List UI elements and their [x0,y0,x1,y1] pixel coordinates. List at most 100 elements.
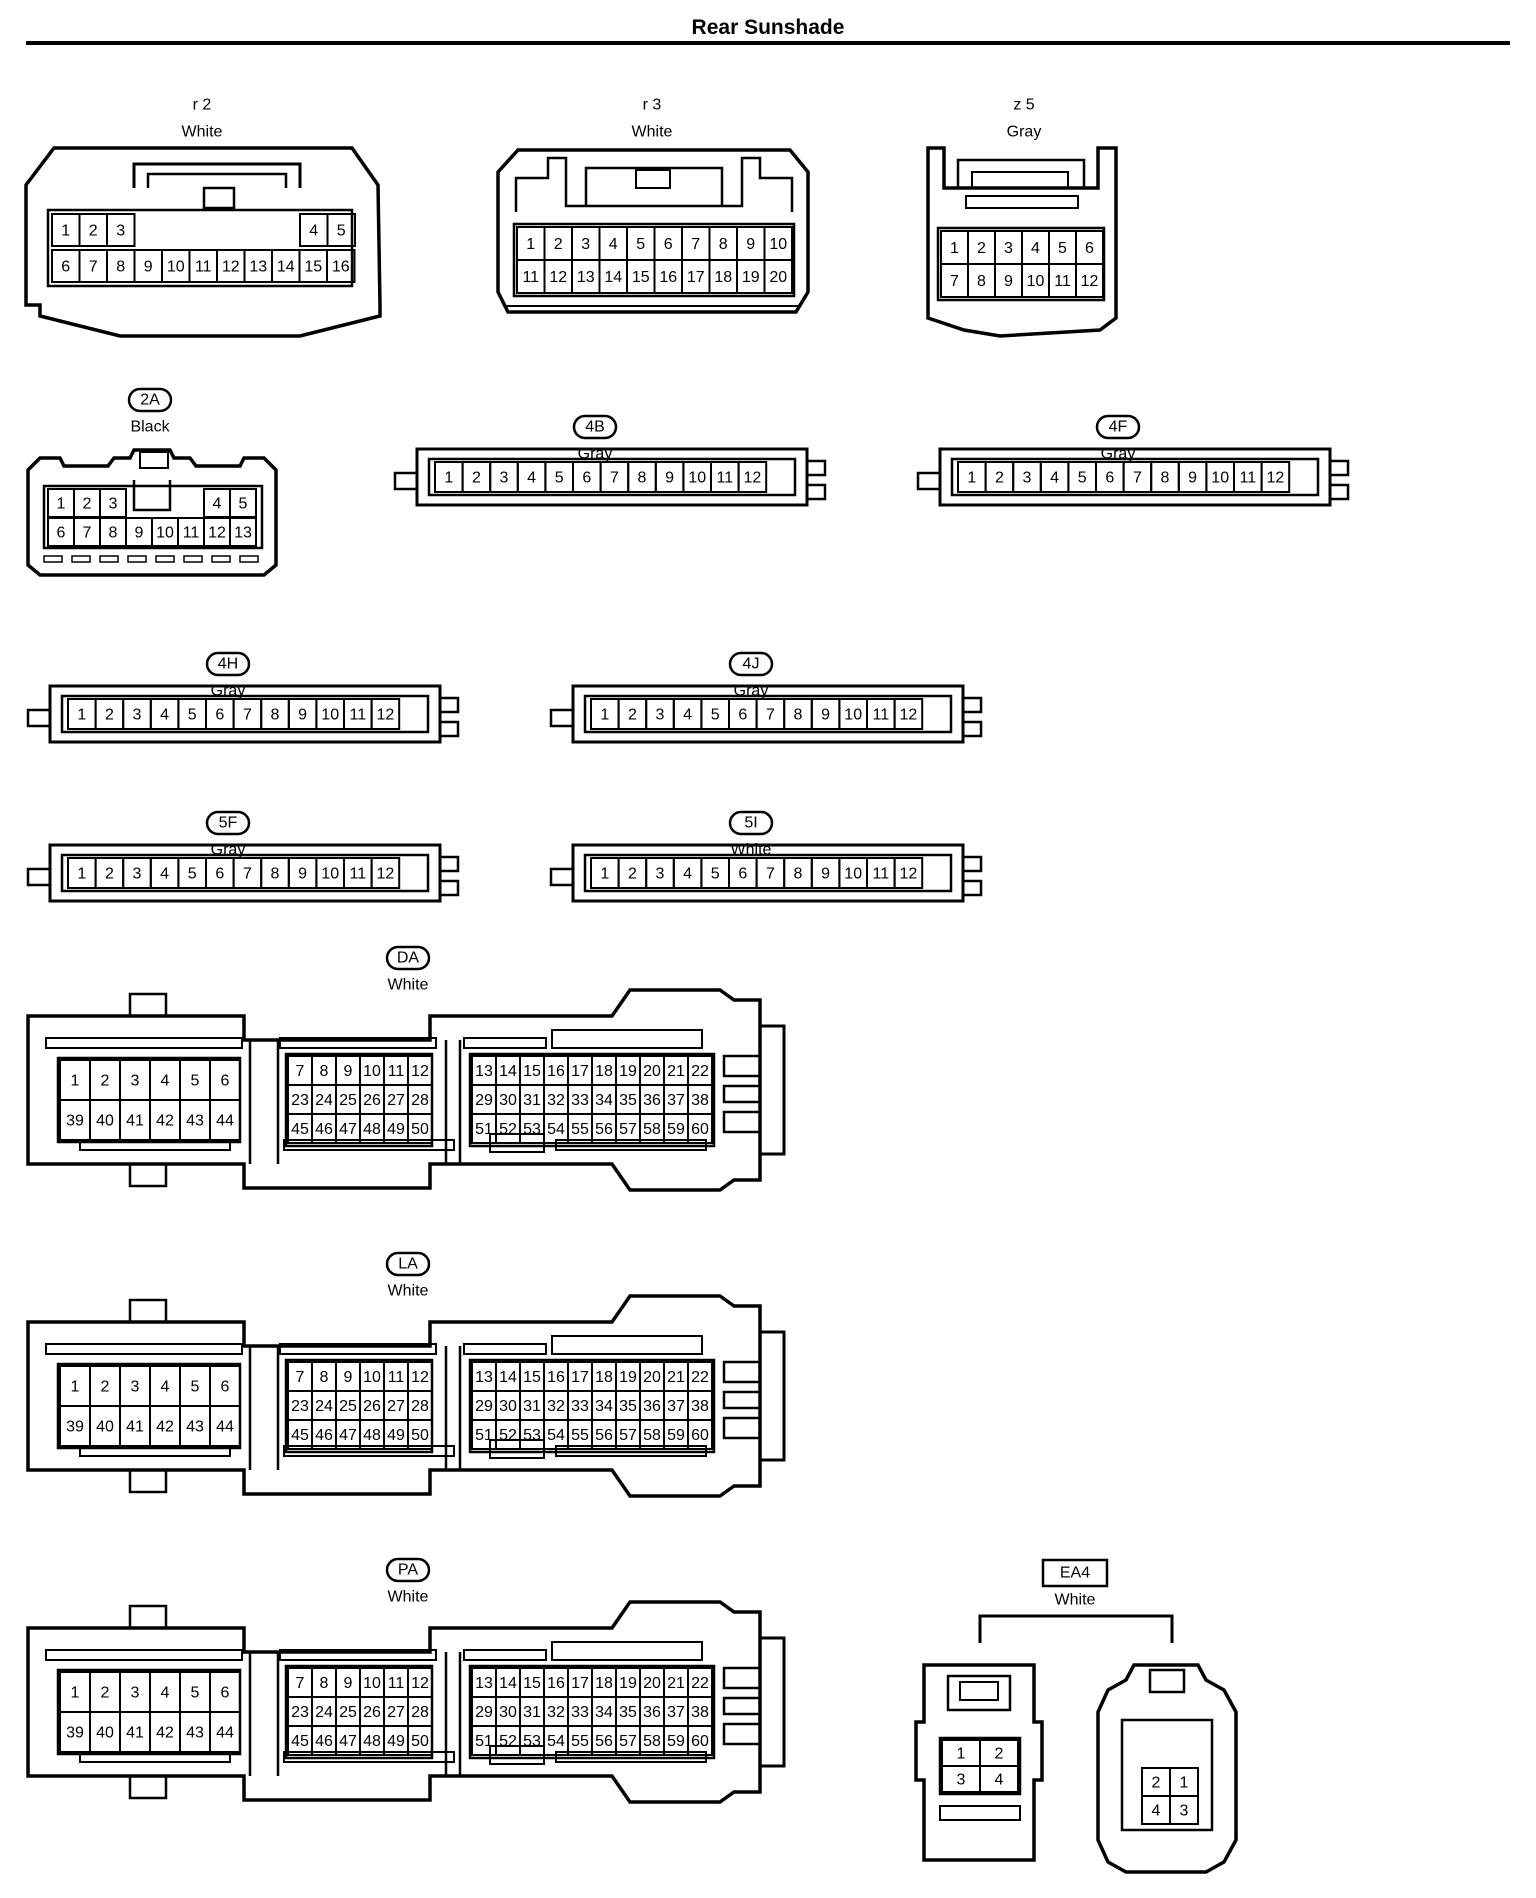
pin-number: 27 [387,1092,405,1109]
pin-number: 12 [900,866,918,883]
pin-number: 3 [1180,1803,1189,1820]
pin-number: 46 [315,1427,333,1444]
pin-number: 18 [595,1675,613,1692]
pin-number: 11 [388,1063,405,1080]
pin-number: 7 [766,707,775,724]
pin-number: 12 [411,1369,429,1386]
pin-number: 2 [1152,1775,1161,1792]
pin-number: 9 [344,1063,353,1080]
pin-number: 58 [643,1427,661,1444]
connector-code-badge: PA [398,1562,418,1579]
pin-number: 23 [291,1704,309,1721]
pin-number: 27 [387,1398,405,1415]
connector-code-label: z 5 [1013,97,1034,114]
pin-number: 15 [523,1675,541,1692]
pin-number: 1 [71,1685,80,1702]
connector-color-label: White [182,124,223,141]
pin-number: 6 [582,470,591,487]
pin-number: 19 [619,1369,637,1386]
pin-number: 9 [821,866,830,883]
connector-code-badge: LA [398,1256,418,1273]
pin-number: 25 [339,1398,357,1415]
pin-number: 35 [619,1092,637,1109]
pin-number: 9 [1188,470,1197,487]
pin-number: 30 [499,1704,517,1721]
pin-number: 43 [186,1419,204,1436]
pin-number: 11 [183,525,200,542]
pin-number: 9 [135,525,144,542]
connector-code-badge: 2A [140,392,160,409]
pin-number: 1 [71,1379,80,1396]
pin-number: 1 [1180,1775,1189,1792]
pin-number: 8 [977,273,986,290]
pin-number: 42 [156,1725,174,1742]
pin-number: 32 [547,1704,565,1721]
pin-number: 16 [332,259,350,276]
pin-number: 23 [291,1092,309,1109]
pin-number: 3 [109,496,118,513]
pin-number: 39 [66,1113,84,1130]
pin-number: 20 [769,269,787,286]
pin-number: 21 [667,1063,685,1080]
pin-number: 39 [66,1419,84,1436]
pin-number: 13 [475,1369,493,1386]
pin-number: 6 [57,525,66,542]
pin-number: 15 [523,1063,541,1080]
pin-number: 60 [691,1733,709,1750]
pin-number: 5 [711,866,720,883]
pin-number: 8 [116,259,125,276]
pin-number: 54 [547,1733,565,1750]
pin-number: 34 [595,1092,613,1109]
pin-number: 22 [691,1063,709,1080]
pin-number: 58 [643,1121,661,1138]
pin-number: 11 [388,1675,405,1692]
connector-code-label: r 3 [643,97,662,114]
pin-number: 57 [619,1427,637,1444]
pin-number: 34 [595,1704,613,1721]
pin-number: 41 [126,1419,144,1436]
pin-number: 8 [320,1675,329,1692]
pin-number: 7 [691,236,700,253]
pin-number: 8 [794,707,803,724]
pin-number: 7 [243,866,252,883]
pin-number: 7 [950,273,959,290]
pin-number: 18 [714,269,732,286]
pin-number: 3 [1004,240,1013,257]
pin-number: 15 [523,1369,541,1386]
pin-number: 35 [619,1704,637,1721]
pin-number: 56 [595,1733,613,1750]
pin-number: 1 [71,1073,80,1090]
page-title: Rear Sunshade [691,16,845,39]
pin-number: 48 [363,1733,381,1750]
pin-number: 47 [339,1427,357,1444]
pin-number: 56 [595,1427,613,1444]
pin-number: 16 [547,1675,565,1692]
pin-number: 18 [595,1369,613,1386]
pin-number: 3 [500,470,509,487]
pin-number: 2 [101,1379,110,1396]
pin-number: 38 [691,1092,709,1109]
pin-number: 53 [523,1427,541,1444]
pin-number: 41 [126,1725,144,1742]
pin-number: 60 [691,1121,709,1138]
title-rule [26,41,1510,45]
pin-number: 44 [216,1725,234,1742]
pin-number: 40 [96,1419,114,1436]
pin-number: 3 [133,866,142,883]
pin-number: 14 [277,259,295,276]
pin-number: 3 [656,707,665,724]
pin-number: 1 [61,223,70,240]
pin-number: 6 [215,866,224,883]
pin-number: 14 [499,1369,517,1386]
pin-number: 44 [216,1419,234,1436]
pin-number: 3 [131,1685,140,1702]
pin-number: 54 [547,1427,565,1444]
pin-number: 2 [472,470,481,487]
pin-number: 53 [523,1733,541,1750]
pin-number: 28 [411,1398,429,1415]
pin-number: 57 [619,1121,637,1138]
